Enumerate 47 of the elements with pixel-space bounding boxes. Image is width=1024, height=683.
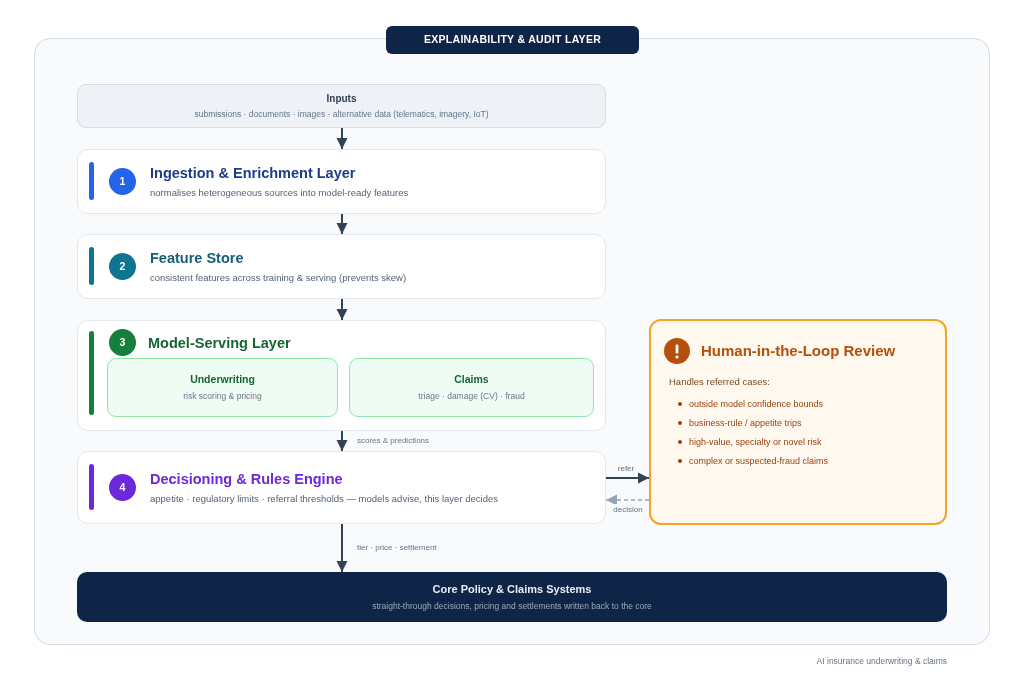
- review-panel: [649, 319, 947, 525]
- footer-note: AI insurance underwriting & claims: [816, 656, 947, 667]
- layer-description: appetite · regulatory limits · referral thresholds — models advise, this layer decides: [150, 493, 498, 505]
- box-subtitle: triage · damage (CV) · fraud: [418, 391, 525, 402]
- panel-heading: EXPLAINABILITY & AUDIT LAYER: [386, 26, 639, 54]
- layer-title: Decisioning & Rules Engine: [150, 470, 344, 488]
- list-item: high-value, specialty or novel risk: [689, 436, 822, 448]
- layer-description: normalises heterogeneous sources into model-ready features: [150, 187, 409, 199]
- arrow: [336, 213, 348, 235]
- layer-title: Model-Serving Layer: [148, 333, 291, 352]
- intro-text: Handles referred cases:: [669, 376, 770, 388]
- arrow: [336, 298, 348, 321]
- arrow: [336, 127, 348, 150]
- layer-description: consistent features across training & serving (prevents skew): [150, 272, 407, 284]
- layer-card: [77, 234, 606, 299]
- step-number: 2: [109, 253, 136, 280]
- edge-label: scores & predictions: [355, 435, 432, 446]
- arrow: [605, 472, 650, 484]
- model-box: [107, 358, 338, 417]
- layer-title: Ingestion & Enrichment Layer: [150, 164, 357, 182]
- box-subtitle: risk scoring & pricing: [183, 391, 262, 402]
- box-subtitle: straight-through decisions, pricing and settlements written back to the core: [372, 601, 652, 612]
- box-title: Core Policy & Claims Systems: [432, 582, 592, 596]
- list-item: complex or suspected-fraud claims: [689, 455, 829, 467]
- layer-card: [77, 320, 606, 431]
- edge-label: decision: [611, 504, 645, 515]
- inputs-box: [77, 84, 606, 128]
- box-title: Claims: [454, 373, 489, 386]
- step-number: 1: [109, 168, 136, 195]
- box-title: Inputs: [326, 92, 357, 105]
- edge-label: tier · price · settlement: [355, 542, 439, 553]
- core-systems-bar: [77, 572, 947, 622]
- list-item: outside model confidence bounds: [689, 398, 824, 410]
- layer-title: Feature Store: [150, 249, 245, 267]
- list-item: business-rule / appetite trips: [689, 417, 802, 429]
- model-box: [349, 358, 594, 417]
- edge-label: refer: [615, 463, 637, 474]
- layer-card: [77, 451, 606, 524]
- box-subtitle: submissions · documents · images · alternative data (telematics, imagery, IoT): [194, 108, 489, 120]
- step-number: 4: [109, 474, 136, 501]
- box-title: Underwriting: [190, 373, 255, 386]
- step-number: 3: [109, 329, 136, 356]
- arrow: [605, 494, 650, 506]
- arrow: [336, 523, 348, 573]
- layer-card: [77, 149, 606, 214]
- review-title: Human-in-the-Loop Review: [701, 342, 896, 360]
- arrow: [336, 430, 348, 452]
